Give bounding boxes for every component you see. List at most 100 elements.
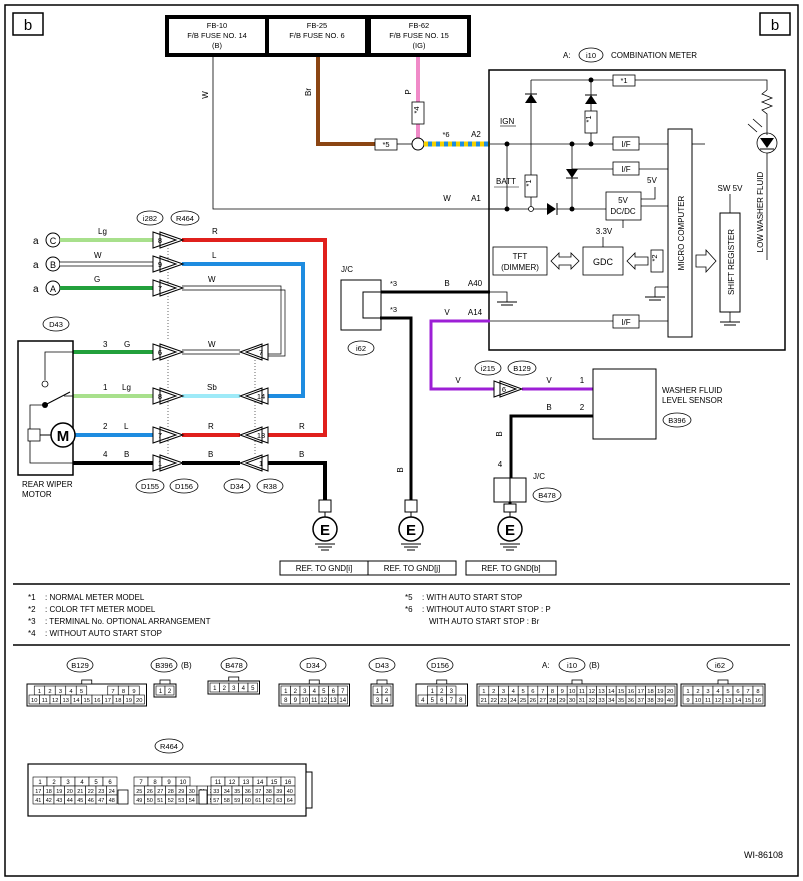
- connector-id: D156: [175, 482, 193, 491]
- connector-pin-number: 7: [450, 698, 454, 704]
- svg-text:LOW WASHER FLUID: LOW WASHER FLUID: [756, 171, 765, 252]
- connector-pin-number: 10: [180, 780, 187, 786]
- connector-pin-number: 1: [376, 689, 380, 695]
- svg-text:B: B: [546, 403, 551, 412]
- fuse-name: F/B FUSE NO. 15: [389, 31, 449, 40]
- svg-text:REAR WIPER: REAR WIPER: [22, 480, 73, 489]
- svg-text:1: 1: [158, 459, 162, 468]
- connector-pin-number: 28: [549, 698, 555, 704]
- input-terminals: a C a B a A: [33, 232, 61, 296]
- sheet-marker-right: b: [759, 12, 791, 36]
- connector-view-label: D34: [299, 657, 327, 673]
- connector-pin-number: 1: [686, 689, 689, 695]
- svg-text:b: b: [771, 17, 779, 34]
- svg-text:G: G: [94, 275, 100, 284]
- connector-pin-number: 48: [109, 798, 115, 804]
- svg-text:P: P: [404, 89, 413, 94]
- svg-text:i10: i10: [567, 661, 577, 670]
- svg-text:B129: B129: [71, 661, 89, 670]
- connector-pin: [133, 694, 145, 705]
- svg-text:R: R: [212, 227, 218, 236]
- connector-pin-number: 3: [450, 689, 454, 695]
- svg-text:2: 2: [580, 403, 585, 412]
- fuse-id: FB-25: [307, 21, 327, 30]
- connector-pin-number: 29: [559, 698, 565, 704]
- svg-text:: TERMINAL No. OPTIONAL ARRANG: : TERMINAL No. OPTIONAL ARRANGEMENT: [45, 617, 211, 626]
- connector-pin-number: 13: [725, 698, 731, 704]
- svg-text:B: B: [299, 450, 304, 459]
- connector-pin-number: 5: [94, 780, 98, 786]
- svg-text:L: L: [124, 422, 129, 431]
- connector-pin-number: 6: [108, 780, 112, 786]
- connector-pin-number: 8: [551, 689, 554, 695]
- connector-pin-number: 17: [637, 689, 643, 695]
- svg-text:*2: *2: [650, 254, 659, 261]
- wire-p: P *4 *6 A2: [404, 57, 490, 151]
- connector-pin-number: 39: [657, 698, 663, 704]
- connector-pin-number: 2: [294, 689, 298, 695]
- connector-pin-number: 1: [213, 686, 217, 692]
- connector-pin-number: 53: [178, 798, 184, 804]
- svg-text:B: B: [50, 260, 56, 270]
- connector-pin-number: 41: [35, 798, 41, 804]
- svg-text:B: B: [396, 467, 405, 472]
- connector-id: D34: [230, 482, 244, 491]
- svg-text:SW 5V: SW 5V: [718, 184, 744, 193]
- connector-view-label: A:i10(B): [542, 657, 600, 673]
- connector-pin-number: 19: [657, 689, 663, 695]
- sheet-marker-left: b: [12, 12, 44, 36]
- connector-pin-number: 4: [421, 698, 425, 704]
- connector-pin-number: 14: [257, 780, 264, 786]
- svg-text:I/F: I/F: [621, 318, 630, 327]
- connector-pin-number: 2: [48, 689, 51, 695]
- wire-w-fuse: W W A1: [201, 57, 507, 210]
- washer-fluid-level-sensor: WASHER FLUID LEVEL SENSOR B396 B 2 B 4: [495, 368, 723, 478]
- connector-pin-number: 33: [598, 698, 604, 704]
- ground-1: E: [312, 499, 338, 551]
- connector-pin-number: 18: [647, 689, 653, 695]
- connector-pin-number: 8: [756, 689, 759, 695]
- connector-pin-number: 2: [52, 780, 56, 786]
- svg-text:Lg: Lg: [122, 383, 131, 392]
- fuse-note: (IG): [413, 41, 426, 50]
- connector-pin-number: 15: [745, 698, 751, 704]
- connector-id: D155: [141, 482, 159, 491]
- connector-pin-number: 30: [569, 698, 575, 704]
- svg-text:R464: R464: [160, 742, 178, 751]
- connector-id: B478: [538, 491, 556, 500]
- svg-text:: WITHOUT AUTO START STOP : P: : WITHOUT AUTO START STOP : P: [422, 605, 551, 614]
- svg-text:*1: *1: [620, 76, 627, 85]
- svg-text:A2: A2: [471, 130, 481, 139]
- connector-pin-number: 11: [705, 698, 711, 704]
- svg-text:V: V: [444, 308, 450, 317]
- svg-text:*2: *2: [28, 605, 36, 614]
- svg-text:R: R: [208, 422, 214, 431]
- svg-text:Lg: Lg: [98, 227, 107, 236]
- connector-pin-number: 18: [46, 789, 52, 795]
- connector-pin-number: 3: [376, 698, 380, 704]
- connector-id: R38: [263, 482, 277, 491]
- svg-text:i62: i62: [715, 661, 725, 670]
- connector-pin-number: 22: [490, 698, 496, 704]
- svg-text:BATT: BATT: [496, 177, 516, 186]
- connector-pin-number: 13: [63, 698, 69, 704]
- connector-pin-number: 19: [56, 789, 62, 795]
- svg-text:a: a: [33, 284, 39, 295]
- svg-text:3.3V: 3.3V: [596, 227, 613, 236]
- svg-text:D43: D43: [375, 661, 389, 670]
- svg-text:7: 7: [259, 348, 263, 357]
- svg-text:B: B: [124, 450, 129, 459]
- fuse-block: FB-10 F/B FUSE NO. 14 (B) FB-25 F/B FUSE…: [165, 15, 471, 57]
- connector-pin: [455, 694, 466, 705]
- connector-pin-number: 10: [301, 698, 308, 704]
- connector-pin-number: 20: [136, 698, 142, 704]
- connector-pin-number: 32: [588, 698, 594, 704]
- connector-pin-number: 1: [482, 689, 485, 695]
- connector-pin-number: 3: [706, 689, 709, 695]
- svg-text:A1: A1: [471, 194, 481, 203]
- connector-pin-number: 2: [440, 689, 444, 695]
- connector-pin-number: 14: [73, 698, 80, 704]
- connector-pin-number: 54: [189, 798, 195, 804]
- connector-pin-number: 2: [696, 689, 699, 695]
